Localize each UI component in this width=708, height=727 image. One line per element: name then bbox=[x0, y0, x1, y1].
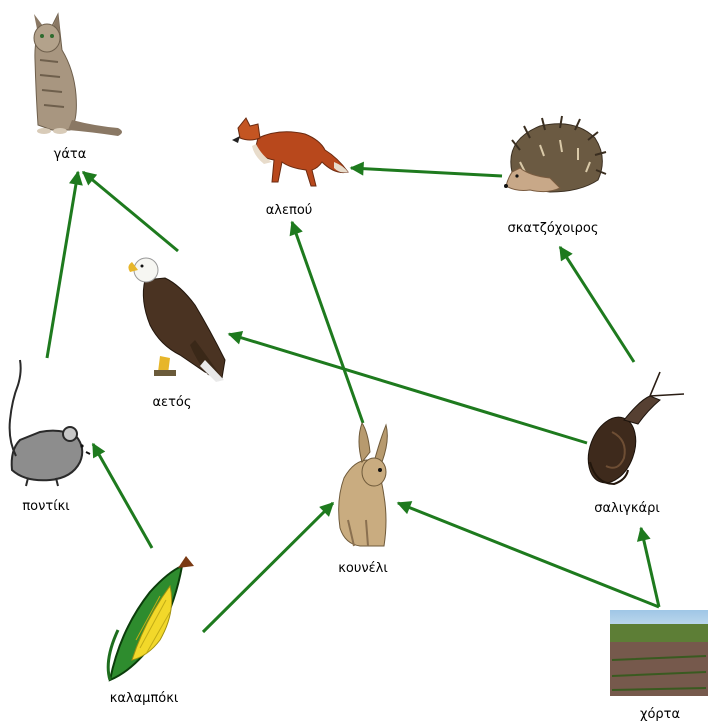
arrow-grass-to-snail bbox=[641, 528, 659, 607]
fox-icon bbox=[232, 118, 348, 186]
arrow-snail-to-eagle bbox=[229, 334, 587, 443]
mouse-icon bbox=[10, 360, 90, 486]
arrow-snail-to-hedgehog bbox=[560, 247, 634, 362]
snail-icon bbox=[580, 372, 684, 489]
grass-field-icon bbox=[610, 610, 708, 696]
arrow-hedgehog-to-fox bbox=[351, 168, 502, 176]
arrow-mouse-to-cat bbox=[47, 172, 78, 358]
cat-icon bbox=[34, 14, 122, 136]
label-rabbit: κουνέλι bbox=[338, 561, 388, 576]
label-eagle: αετός bbox=[152, 395, 191, 410]
label-cat: γάτα bbox=[54, 147, 87, 162]
arrow-corn-to-rabbit bbox=[203, 503, 333, 632]
label-fox: αλεπού bbox=[266, 203, 313, 218]
arrow-grass-to-rabbit bbox=[398, 503, 659, 607]
hedgehog-icon bbox=[504, 116, 606, 192]
rabbit-icon bbox=[339, 423, 388, 546]
arrow-eagle-to-cat bbox=[83, 172, 178, 251]
corn-icon bbox=[108, 556, 194, 680]
eagle-icon bbox=[128, 258, 225, 382]
label-corn: καλαμπόκι bbox=[110, 691, 179, 706]
arrow-rabbit-to-fox bbox=[292, 222, 363, 423]
label-snail: σαλιγκάρι bbox=[594, 501, 659, 516]
labels: γάτα αλεπού σκατζόχοιρος αετός ποντίκι κ… bbox=[22, 147, 680, 722]
label-hedgehog: σκατζόχοιρος bbox=[507, 221, 598, 236]
label-grass: χόρτα bbox=[640, 707, 680, 722]
arrow-corn-to-mouse bbox=[93, 444, 152, 548]
label-mouse: ποντίκι bbox=[22, 499, 69, 514]
